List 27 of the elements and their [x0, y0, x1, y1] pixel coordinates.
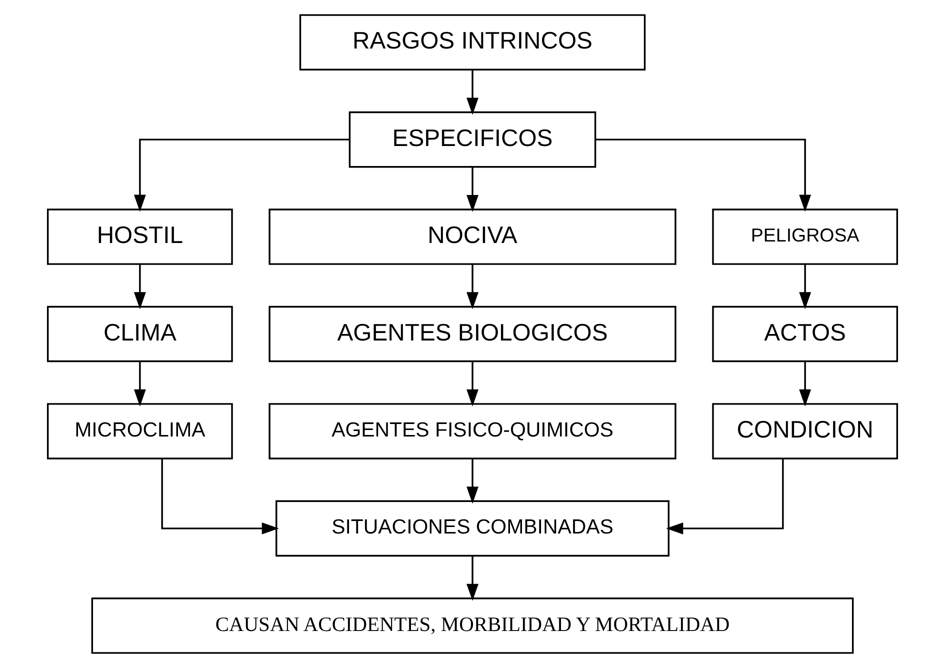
arrow [594, 138, 811, 212]
node-box: AGENTES FISICO-QUIMICOS [268, 403, 676, 460]
arrow [466, 167, 478, 212]
node-box: CAUSAN ACCIDENTES, MORBILIDAD Y MORTALIDAD [90, 598, 854, 654]
node-box: RASGOS INTRINCOS [298, 14, 646, 70]
arrow [133, 138, 350, 212]
arrow [466, 362, 478, 406]
node-box: SITUACIONES COMBINADAS [275, 500, 669, 557]
arrow [798, 362, 811, 406]
node-box: MICROCLIMA [46, 403, 232, 460]
arrow [133, 362, 146, 406]
arrow [466, 264, 478, 310]
node-box: HOSTIL [46, 208, 232, 265]
node-box: CONDICION [712, 403, 898, 460]
node-box: ESPECIFICOS [348, 111, 596, 168]
node-box: AGENTES BIOLOGICOS [268, 306, 676, 362]
arrow [466, 556, 478, 601]
arrow [466, 458, 478, 504]
node-box: PELIGROSA [712, 208, 898, 265]
node-box: ACTOS [712, 306, 898, 362]
node-box: NOCIVA [268, 208, 676, 265]
node-box: CLIMA [46, 306, 232, 362]
arrow [133, 264, 146, 310]
arrow [466, 70, 478, 115]
arrow [160, 458, 278, 534]
arrow [666, 458, 784, 534]
arrow [798, 264, 811, 310]
